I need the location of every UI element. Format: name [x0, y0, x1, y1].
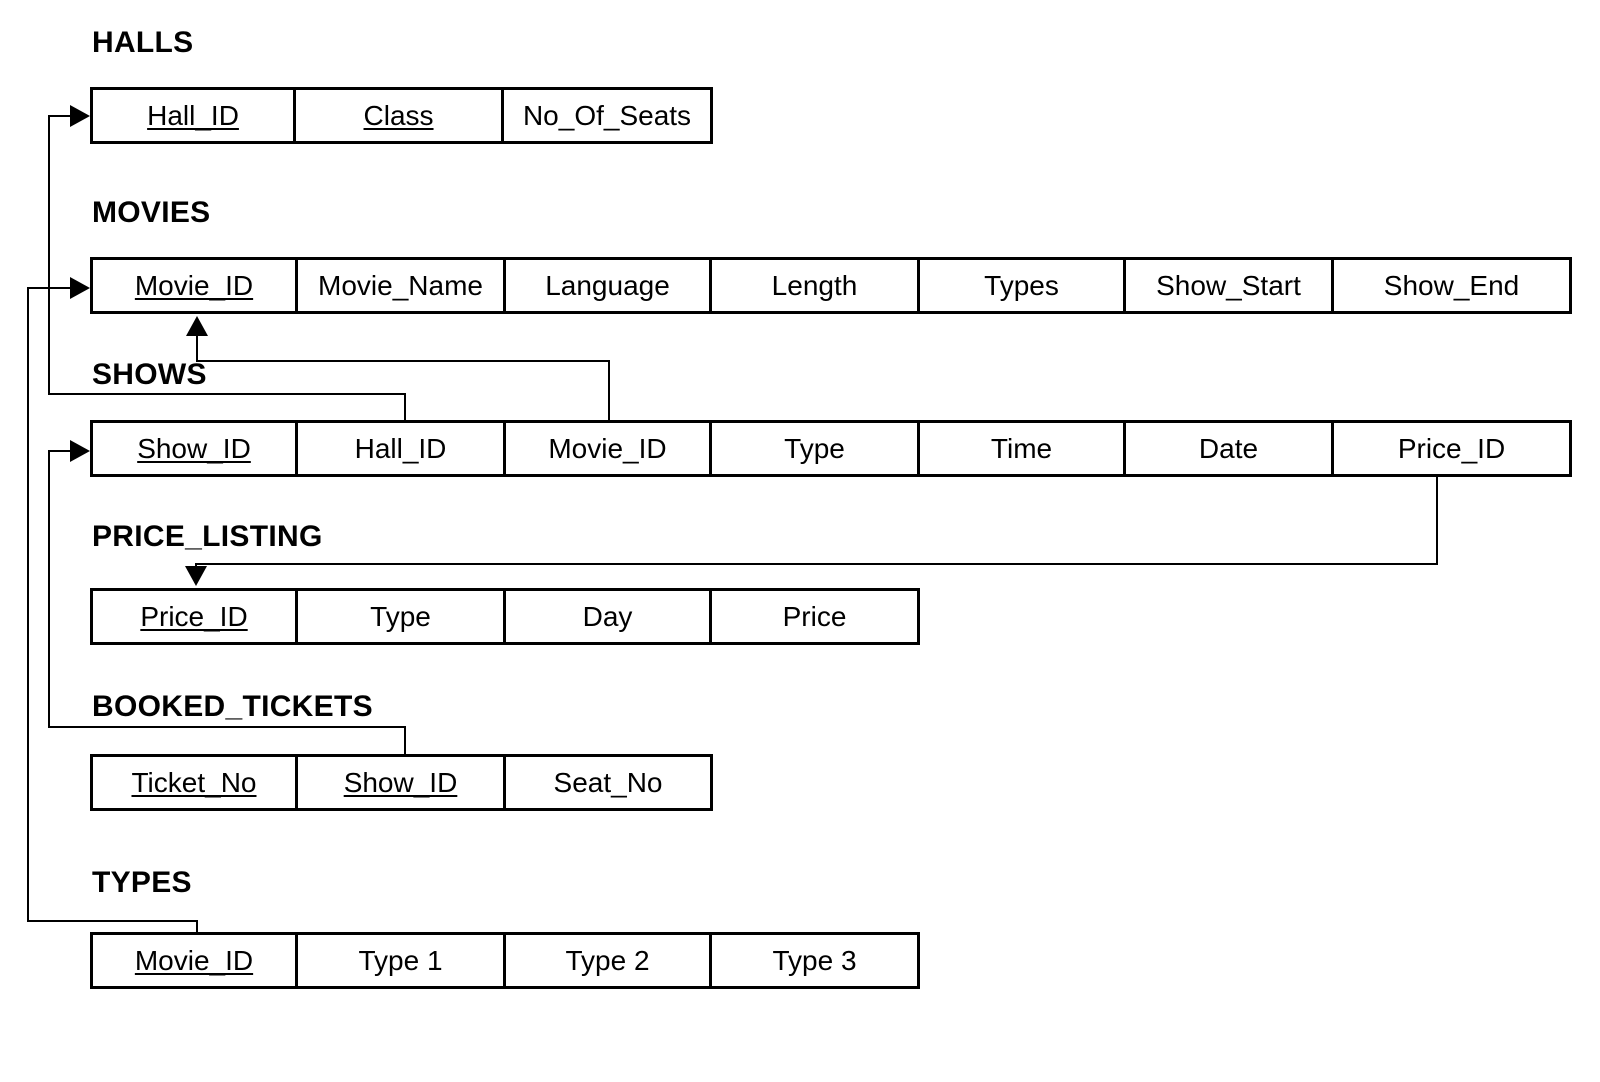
- column-movies-length: Length: [712, 260, 920, 311]
- column-shows-time: Time: [920, 423, 1126, 474]
- relationship-shows-movie-id-segment-vertical: [196, 334, 198, 362]
- table-title-booked-tickets: BOOKED_TICKETS: [92, 690, 373, 723]
- column-price-listing-price-id: Price_ID: [93, 591, 298, 642]
- relationship-shows-movie-id-arrowhead: [186, 316, 208, 336]
- column-label: Type 1: [358, 944, 443, 976]
- relationship-shows-hall-id-segment-into-halls: [48, 115, 74, 117]
- column-shows-price-id: Price_ID: [1334, 423, 1569, 474]
- column-halls-no-of-seats: No_Of_Seats: [504, 90, 710, 141]
- column-label: Type: [784, 432, 845, 464]
- relationship-types-movie-id-segment-vertical: [27, 287, 29, 922]
- column-label: Movie_ID: [134, 269, 254, 301]
- column-types-type-3: Type 3: [712, 935, 917, 986]
- column-booked-tickets-show-id: Show_ID: [298, 757, 506, 808]
- relationship-types-movie-id-segment-up: [196, 920, 198, 934]
- table-types: Movie_ID Type 1 Type 2 Type 3: [90, 932, 920, 989]
- column-label: Ticket_No: [131, 766, 257, 798]
- column-price-listing-day: Day: [506, 591, 712, 642]
- table-title-types: TYPES: [92, 866, 192, 899]
- column-movies-show-end: Show_End: [1334, 260, 1569, 311]
- table-shows: Show_ID Hall_ID Movie_ID Type Time Date …: [90, 420, 1572, 477]
- column-movies-show-start: Show_Start: [1126, 260, 1334, 311]
- column-label: Movie_ID: [548, 432, 667, 464]
- table-booked-tickets: Ticket_No Show_ID Seat_No: [90, 754, 713, 811]
- relationship-shows-price-id-arrowhead: [185, 566, 207, 586]
- table-title-halls: HALLS: [92, 26, 194, 59]
- relationship-booked-tickets-show-id-segment-up: [404, 726, 406, 756]
- column-label: Length: [771, 269, 858, 301]
- table-title-price-listing: PRICE_LISTING: [92, 520, 323, 553]
- column-label: Movie_ID: [134, 944, 254, 976]
- relationship-shows-hall-id-arrowhead: [70, 105, 90, 127]
- relationship-shows-hall-id-segment-vertical: [48, 115, 50, 395]
- column-shows-show-id: Show_ID: [93, 423, 298, 474]
- column-shows-date: Date: [1126, 423, 1334, 474]
- column-booked-tickets-seat-no: Seat_No: [506, 757, 710, 808]
- column-label: Show_Start: [1156, 269, 1301, 301]
- table-price-listing: Price_ID Type Day Price: [90, 588, 920, 645]
- column-movies-types: Types: [920, 260, 1126, 311]
- column-halls-class: Class: [296, 90, 505, 141]
- column-movies-language: Language: [506, 260, 712, 311]
- column-label: Date: [1198, 432, 1259, 464]
- column-label: Show_ID: [343, 766, 458, 798]
- column-label: Day: [582, 600, 633, 632]
- relationship-types-movie-id-arrowhead: [70, 277, 90, 299]
- relationship-types-movie-id-segment-left: [27, 920, 198, 922]
- column-movies-movie-name: Movie_Name: [298, 260, 506, 311]
- column-label: Price_ID: [140, 600, 248, 632]
- column-label: Class: [363, 99, 434, 131]
- column-shows-hall-id: Hall_ID: [298, 423, 506, 474]
- table-title-shows: SHOWS: [92, 358, 207, 391]
- column-halls-hall-id: Hall_ID: [93, 90, 297, 141]
- column-label: Hall_ID: [147, 99, 239, 131]
- column-label: Type 2: [565, 944, 650, 976]
- relationship-shows-movie-id-segment-left: [196, 360, 610, 362]
- column-label: Language: [545, 269, 670, 301]
- column-movies-movie-id: Movie_ID: [93, 260, 298, 311]
- column-label: Type 3: [772, 944, 857, 976]
- column-types-movie-id: Movie_ID: [93, 935, 298, 986]
- relationship-booked-tickets-show-id-segment-into-shows: [48, 450, 74, 452]
- table-title-movies: MOVIES: [92, 196, 211, 229]
- column-types-type-1: Type 1: [298, 935, 506, 986]
- relationship-types-movie-id-segment-into-movies: [27, 287, 74, 289]
- column-label: Seat_No: [553, 766, 663, 798]
- relationship-shows-movie-id-segment-up: [608, 360, 610, 421]
- relationship-shows-price-id-segment-down: [1436, 477, 1438, 563]
- column-label: Type: [370, 600, 431, 632]
- column-label: Price_ID: [1397, 432, 1506, 464]
- relationship-booked-tickets-show-id-segment-left: [48, 726, 406, 728]
- column-label: Movie_Name: [318, 269, 483, 301]
- relationship-booked-tickets-show-id-segment-vertical: [48, 450, 50, 728]
- relationship-shows-hall-id-segment-left: [48, 393, 406, 395]
- column-label: Types: [984, 269, 1059, 301]
- column-types-type-2: Type 2: [506, 935, 712, 986]
- column-label: Hall_ID: [354, 432, 447, 464]
- column-shows-type: Type: [712, 423, 920, 474]
- relationship-shows-price-id-segment-left: [195, 563, 1438, 565]
- column-label: Price: [782, 600, 847, 632]
- column-shows-movie-id: Movie_ID: [506, 423, 712, 474]
- column-label: Show_ID: [137, 432, 251, 464]
- column-booked-tickets-ticket-no: Ticket_No: [93, 757, 298, 808]
- table-movies: Movie_ID Movie_Name Language Length Type…: [90, 257, 1572, 314]
- table-halls: Hall_ID Class No_Of_Seats: [90, 87, 713, 144]
- column-price-listing-type: Type: [298, 591, 506, 642]
- relationship-booked-tickets-show-id-arrowhead: [70, 440, 90, 462]
- column-label: No_Of_Seats: [522, 99, 692, 131]
- column-label: Time: [990, 432, 1053, 464]
- column-price-listing-price: Price: [712, 591, 917, 642]
- column-label: Show_End: [1383, 269, 1520, 301]
- relationship-shows-hall-id-segment-up: [404, 393, 406, 421]
